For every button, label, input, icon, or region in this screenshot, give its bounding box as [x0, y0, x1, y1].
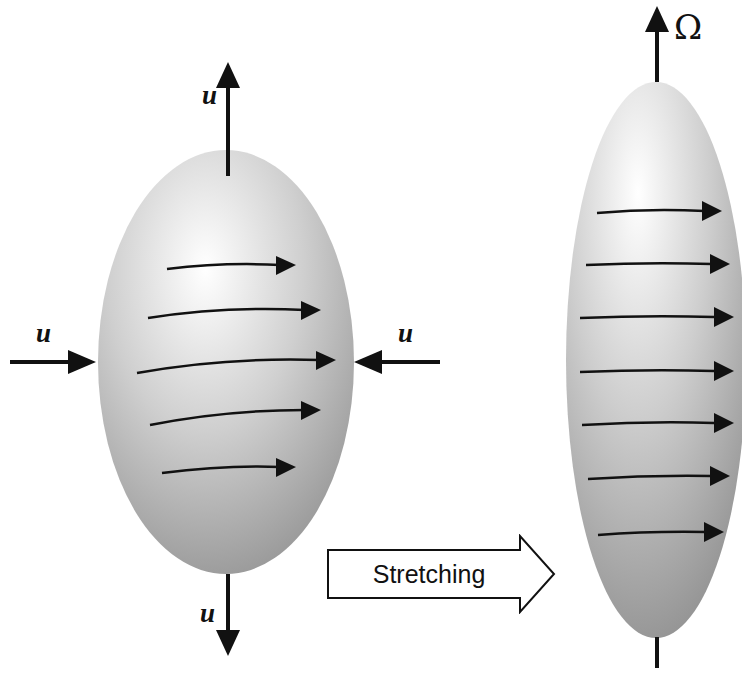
velocity-label: u [36, 320, 51, 347]
rotation-lines-stretched [580, 210, 714, 535]
arrow-label: Stretching [373, 562, 486, 587]
velocity-label: u [200, 600, 215, 627]
velocity-label: u [398, 320, 413, 347]
stretched-element [566, 82, 742, 638]
block-arrow: Stretching [326, 534, 556, 614]
rotation-heads [276, 256, 336, 477]
fluid-element [98, 150, 354, 574]
rotation-lines [137, 264, 320, 473]
velocity-label: u [202, 82, 217, 109]
rotation-heads-stretched [702, 201, 734, 542]
velocity-arrows [10, 22, 657, 668]
arrowheads [68, 6, 669, 656]
vorticity-label: Ω [674, 10, 702, 44]
